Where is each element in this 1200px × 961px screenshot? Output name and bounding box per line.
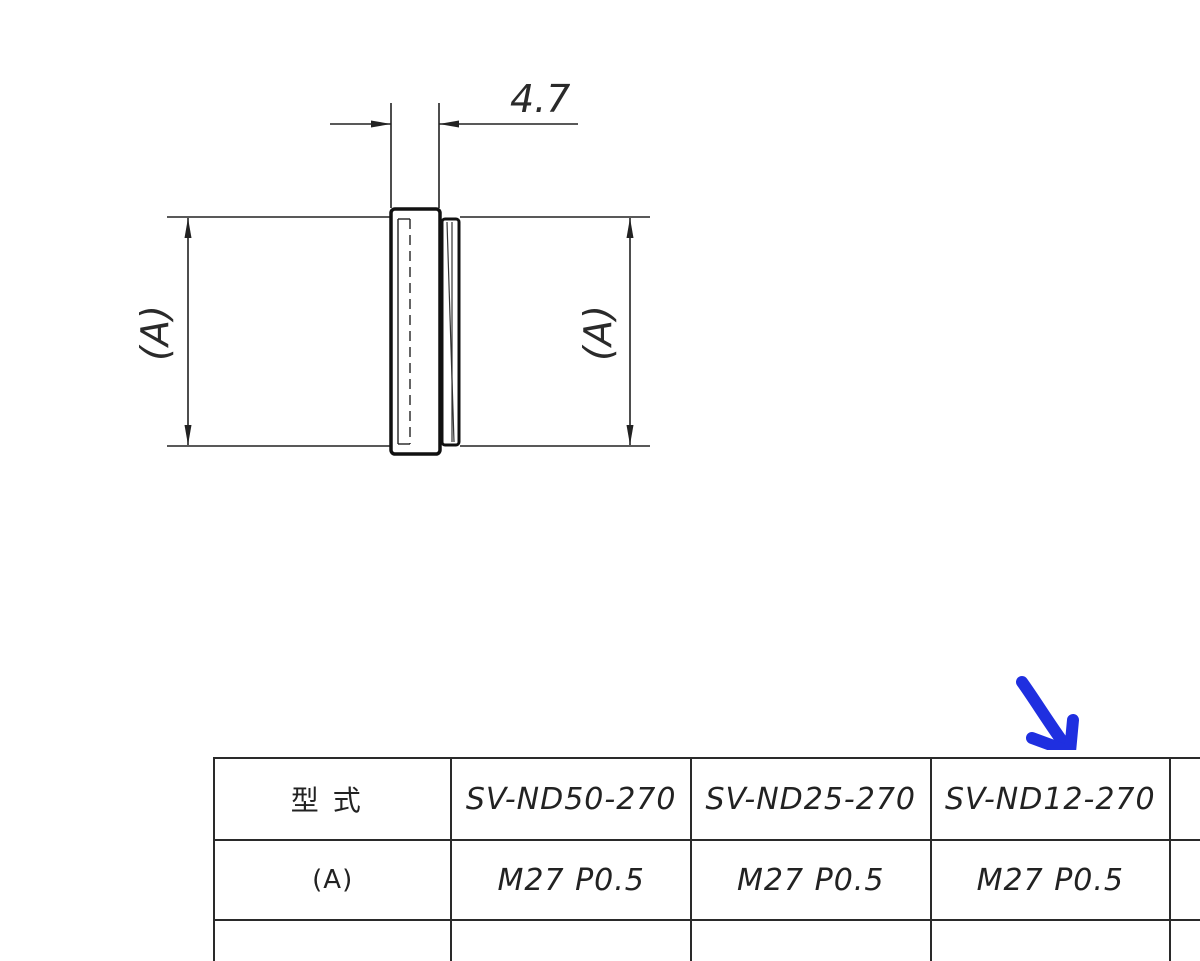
blue-arrow-annotation <box>1016 676 1079 750</box>
partial-cell <box>929 919 1172 961</box>
technical-drawing: 4.7 (A) (A) <box>133 77 1079 750</box>
table-edge-cell <box>1169 757 1200 841</box>
left-height-label: (A) <box>133 305 177 361</box>
model-cell-2: SV-ND25-270 <box>689 757 932 841</box>
model-cell-1: SV-ND50-270 <box>450 757 692 841</box>
thread-cell-3: M27 P0.5 <box>929 839 1172 921</box>
thread-cell-1: M27 P0.5 <box>450 839 692 921</box>
right-height-label: (A) <box>576 305 620 361</box>
partial-cell <box>212 919 453 961</box>
table-row-partial <box>212 919 1200 961</box>
thread-header-cell: (A) <box>212 839 453 921</box>
model-cell-3: SV-ND12-270 <box>929 757 1172 841</box>
height-extension-lines <box>167 216 650 447</box>
table-edge-cell <box>1169 839 1200 921</box>
model-header-cell: 型式 <box>212 757 453 841</box>
table-row-thread: (A) M27 P0.5 M27 P0.5 M27 P0.5 <box>212 839 1200 921</box>
width-dimension-label: 4.7 <box>510 77 570 121</box>
filter-ring-thread <box>440 217 461 447</box>
partial-cell <box>450 919 692 961</box>
table-row-model: 型式 SV-ND50-270 SV-ND25-270 SV-ND12-270 <box>212 757 1200 841</box>
filter-ring-body <box>389 207 442 456</box>
thread-cell-2: M27 P0.5 <box>689 839 932 921</box>
table-edge-cell <box>1169 919 1200 961</box>
spec-table: 型式 SV-ND50-270 SV-ND25-270 SV-ND12-270 (… <box>212 757 1200 961</box>
partial-cell <box>689 919 932 961</box>
width-dimension <box>330 103 578 208</box>
